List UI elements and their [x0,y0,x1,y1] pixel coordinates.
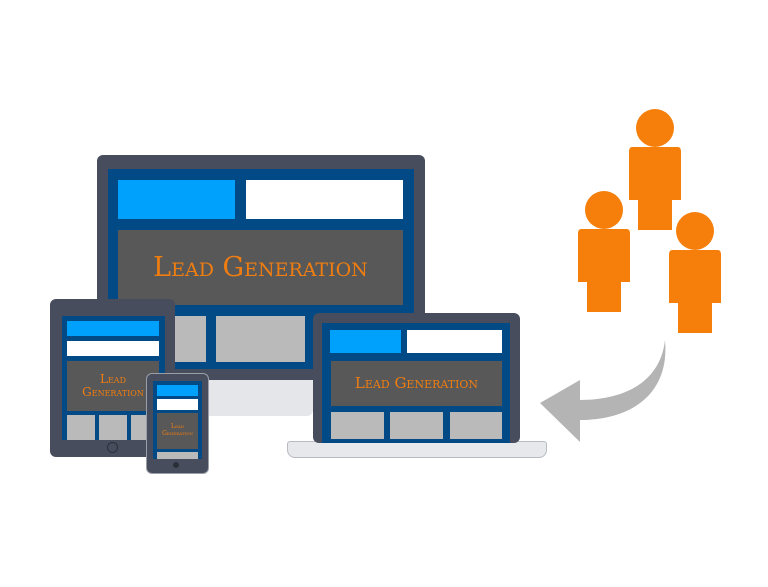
person-icon [669,212,721,333]
phone-home-button [173,462,179,468]
tablet-headline: Lead Generation [67,361,159,411]
curved-arrow-icon [540,340,666,442]
laptop-headline: Lead Generation [331,361,502,406]
smartphone: Lead Generation [146,373,209,474]
person-icon [578,191,630,312]
person-icon [629,109,681,230]
desktop-monitor: Lead Generation [97,155,425,380]
laptop: Lead Generation [313,313,520,443]
monitor-headline: Lead Generation [118,230,403,305]
phone-headline: Lead Generation [157,413,198,449]
tablet-home-button [107,442,118,453]
